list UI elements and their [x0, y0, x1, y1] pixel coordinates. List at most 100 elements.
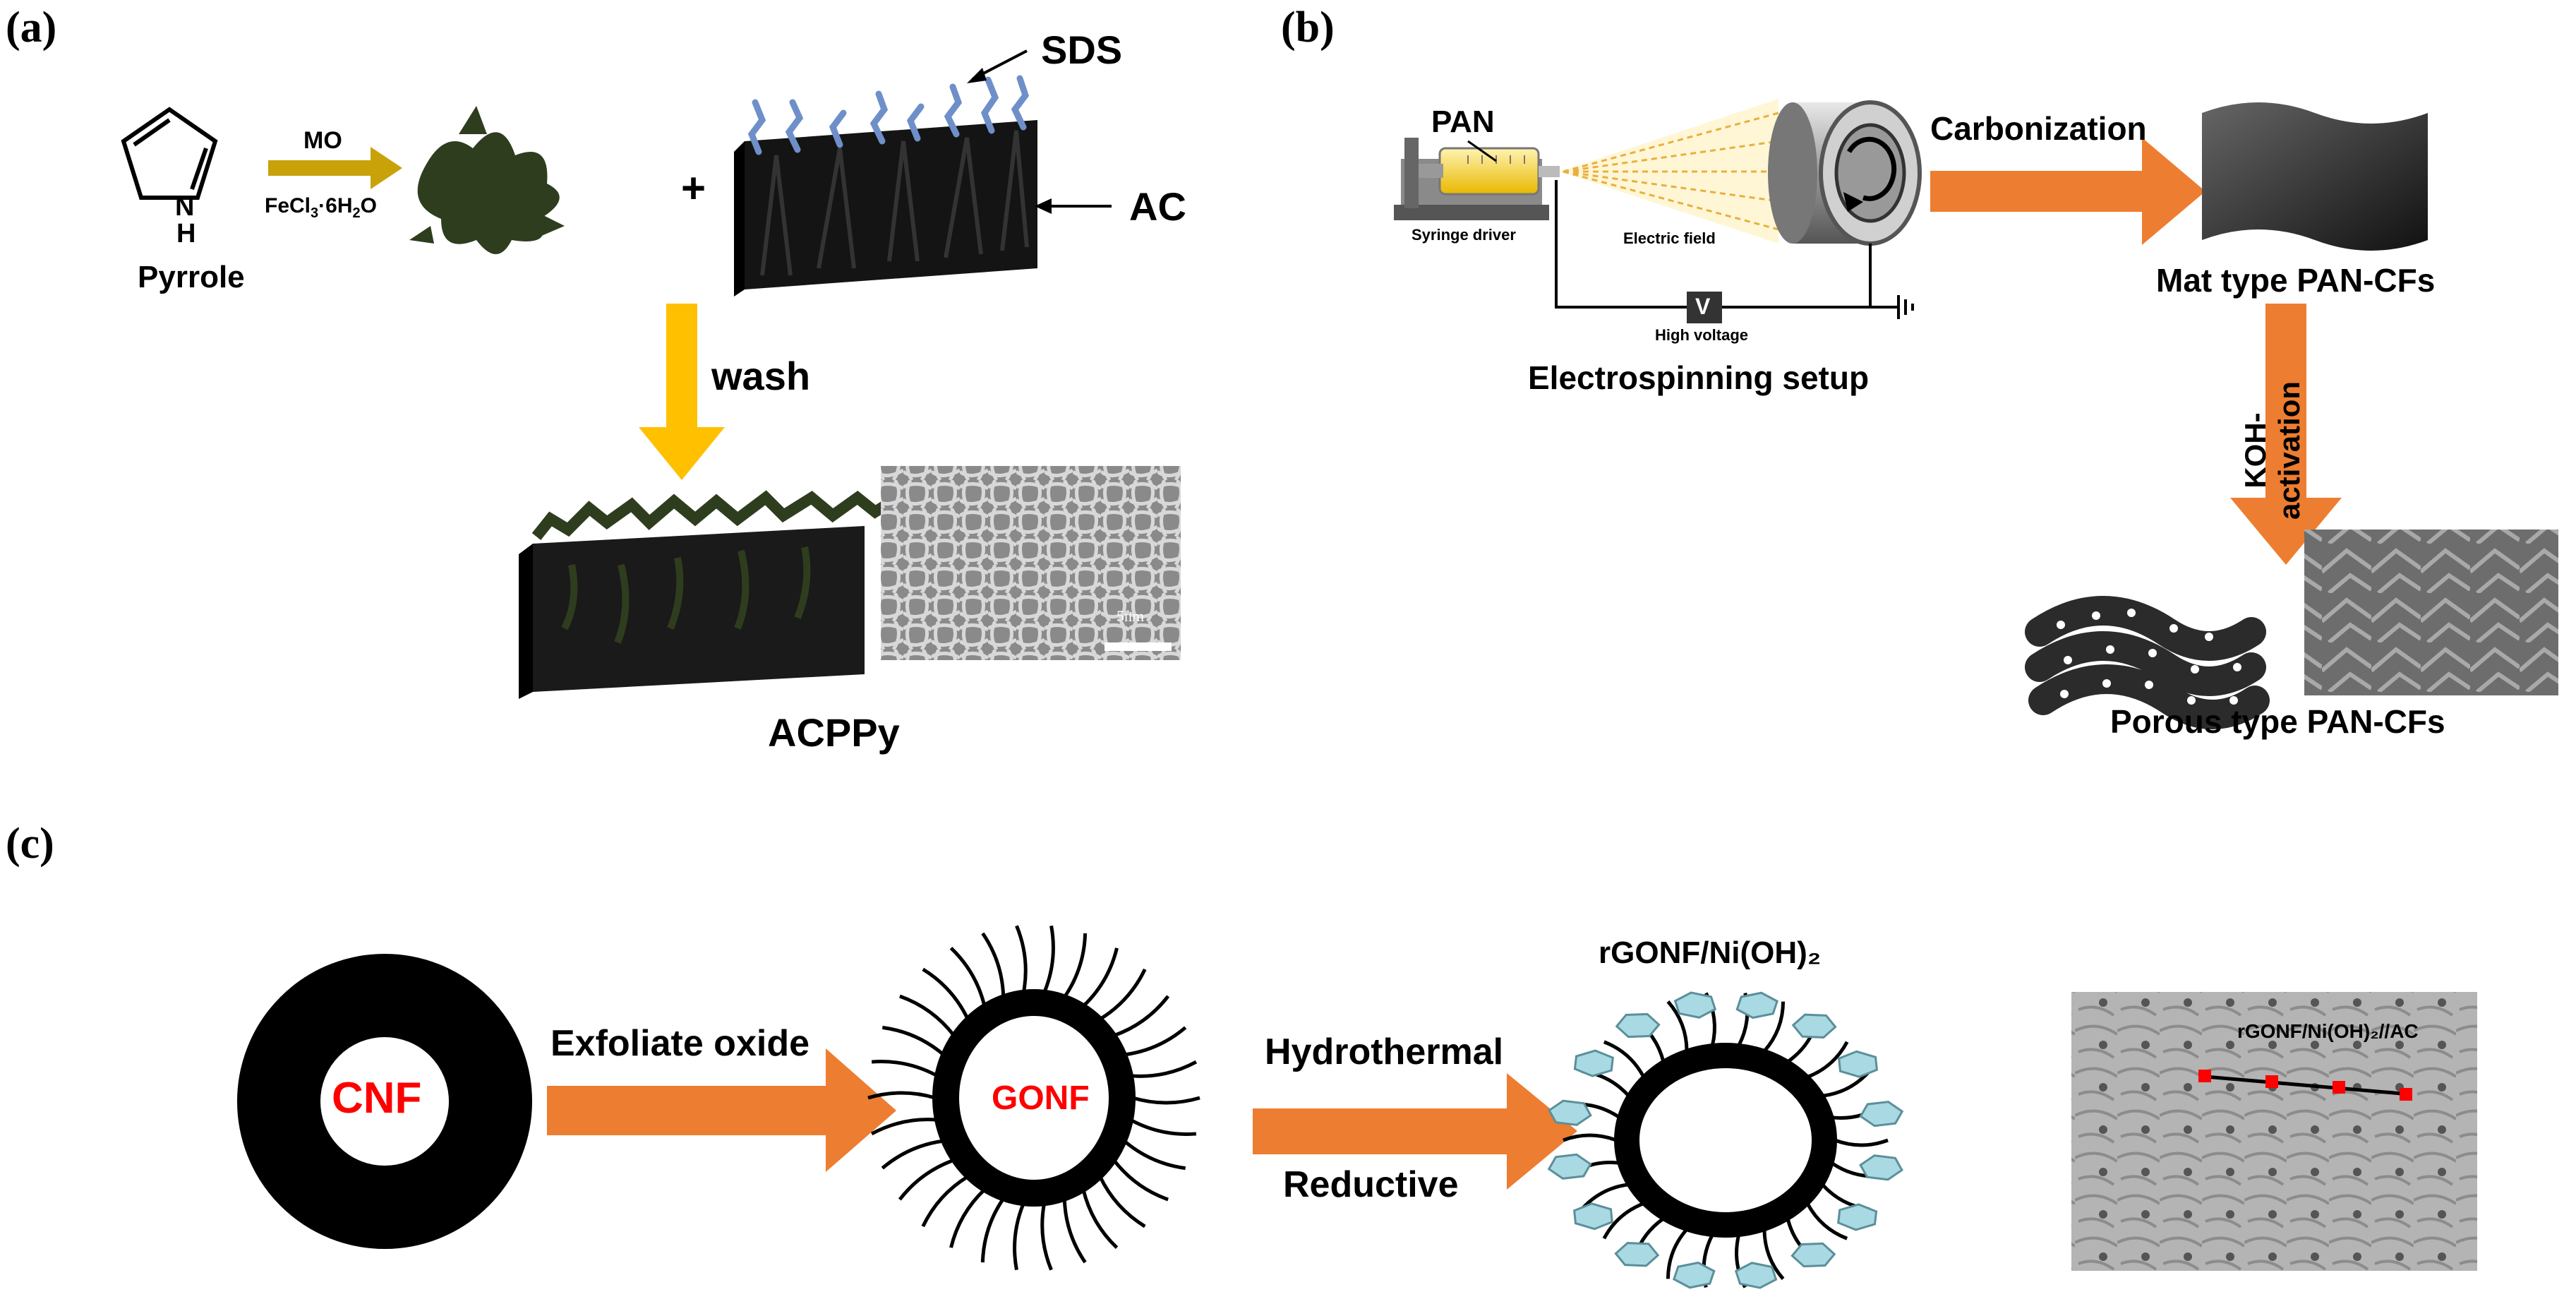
nioh2-hexagon [1548, 1099, 1592, 1126]
chain-strand [1099, 968, 1147, 1021]
sem-image-porous [2304, 530, 2558, 695]
porous-fibers [2025, 596, 2270, 729]
nitrogen-atom: N [175, 192, 195, 222]
hydrothermal-arrow [1253, 1073, 1577, 1190]
nioh2-hexagon [1573, 1049, 1614, 1077]
chain-strand [1113, 995, 1170, 1038]
chain-strand [981, 932, 1006, 998]
pan-label: PAN [1431, 104, 1495, 139]
electrospinning-setup-label: Electrospinning setup [1528, 359, 1870, 396]
high-voltage-circuit [1555, 180, 1914, 319]
nioh2-hexagon [1547, 1153, 1592, 1180]
nioh2-hexagon [1791, 1013, 1837, 1039]
chain-strand [1763, 1001, 1786, 1053]
nioh2-hexagon [1615, 1012, 1661, 1039]
chain-strand [1124, 1026, 1187, 1057]
nioh2-hexagon [1673, 991, 1717, 1019]
panel-label-b: (b) [1281, 4, 1335, 52]
nioh2-hexagon [1673, 1261, 1716, 1289]
reductive-label: Reductive [1283, 1164, 1459, 1205]
chain-strand [870, 1118, 938, 1136]
fiber-pores [2057, 609, 2241, 705]
chain-strand [1602, 1202, 1644, 1240]
chain-strand [1082, 947, 1119, 1007]
voltage-source [1687, 292, 1722, 323]
chain-strand [871, 1060, 939, 1078]
pyrrole-label: Pyrrole [138, 260, 245, 294]
scale-bar-label: 5nm [1117, 607, 1145, 625]
chain-strand [899, 994, 956, 1037]
sds-label: SDS [1041, 28, 1123, 72]
chain-strand [922, 967, 970, 1020]
chain-strand [881, 1139, 944, 1170]
chain-strand [1013, 1202, 1025, 1271]
nioh2-hexagon [1859, 1154, 1903, 1181]
mo-label: MO [303, 127, 342, 154]
voltage-v-label: V [1695, 294, 1711, 319]
rgonf-nioh2-label: rGONF/Ni(OH)₂ [1599, 935, 1822, 970]
carbonization-arrow [1930, 138, 2205, 245]
collector-drum [1768, 100, 1922, 246]
chain-strand [1123, 1140, 1186, 1171]
pyrrole-structure [121, 107, 218, 200]
cnf-ring [237, 954, 532, 1249]
panel-label-c: (c) [6, 820, 54, 868]
nioh2-hexagon [1614, 1242, 1660, 1267]
chain-strand [1563, 1133, 1617, 1142]
koh-activation-arrow [2230, 304, 2342, 565]
tem-image [2071, 992, 2477, 1271]
ac-block [734, 120, 1037, 297]
nioh2-hexagon [1790, 1242, 1836, 1268]
mat-type-label: Mat type PAN-CFs [2156, 262, 2436, 299]
chain-strand [1081, 1189, 1119, 1249]
nioh2-hexagon [1572, 1202, 1613, 1231]
chain-strand [1063, 933, 1088, 998]
polypyrrole-chains [409, 106, 565, 254]
chain-strand [1603, 1040, 1646, 1078]
chain-strand [1112, 1159, 1169, 1202]
hydrothermal-label: Hydrothermal [1265, 1031, 1504, 1072]
ac-label: AC [1129, 184, 1186, 229]
scale-bar [1105, 642, 1172, 651]
pan-syringe [1419, 147, 1560, 196]
electric-field-label: Electric field [1623, 229, 1716, 247]
nioh2-hexagon [1859, 1101, 1904, 1127]
electric-field-cone [1560, 99, 1779, 244]
wash-arrow [639, 304, 725, 480]
chain-strand [1807, 1041, 1849, 1079]
cnf-label: CNF [332, 1074, 422, 1123]
chain-strand [1042, 925, 1055, 993]
chain-strand [980, 1197, 1005, 1263]
chain-strand [949, 947, 987, 1007]
wash-label: wash [711, 354, 811, 398]
hydrogen-atom: H [176, 219, 196, 249]
chain-strand [1098, 1176, 1146, 1228]
chain-strand [921, 1175, 969, 1228]
acppy-label: ACPPy [768, 710, 900, 755]
high-voltage-label: High voltage [1655, 326, 1749, 344]
rgonf-ring [1614, 1043, 1837, 1238]
gonf-chains [867, 925, 1200, 1271]
fecl3-label: FeCl3·6H2O [265, 194, 377, 221]
chain-strand [1130, 1060, 1198, 1078]
panel-label-a: (a) [6, 4, 57, 52]
chain-strand [1762, 1229, 1785, 1280]
porous-type-label: Porous type PAN-CFs [2110, 703, 2445, 740]
plus-sign: + [681, 165, 706, 212]
gonf-ring [932, 989, 1136, 1207]
mat-type-pan-cfs [2202, 102, 2428, 251]
mo-arrow [268, 147, 402, 189]
acppy-block [519, 486, 922, 699]
syringe-driver-label: Syringe driver [1412, 226, 1516, 244]
nioh2-hexagon [1837, 1203, 1878, 1231]
chain-strand [881, 1025, 945, 1056]
nioh2-hexagon [1838, 1050, 1879, 1078]
nioh2-platelets [1547, 991, 1904, 1289]
rgonf-chains [1563, 992, 1889, 1288]
exfoliate-arrow [547, 1048, 896, 1172]
chain-strand [1062, 1198, 1087, 1264]
chain-strand [1666, 1000, 1689, 1051]
chain-strand [949, 1188, 986, 1248]
koh-activation-label: KOH-activation [2239, 381, 2306, 520]
